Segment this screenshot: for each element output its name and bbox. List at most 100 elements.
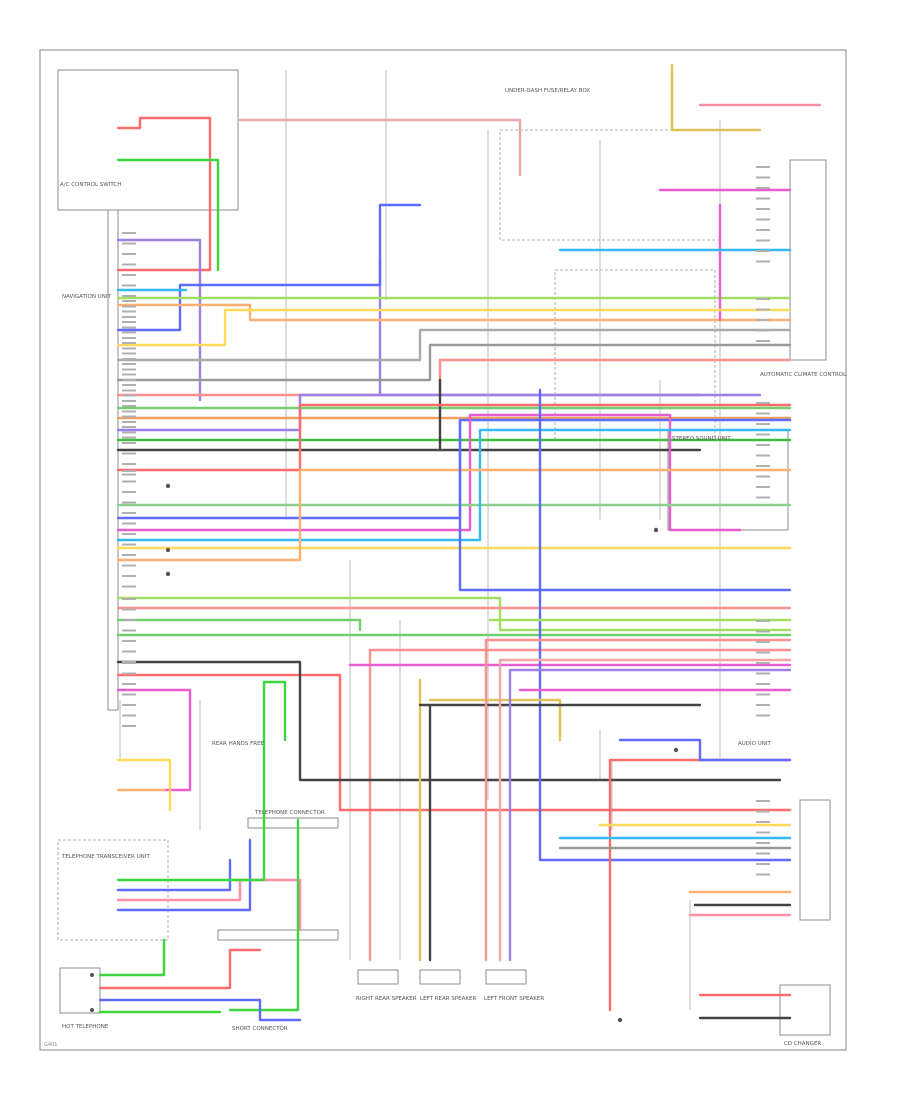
pin-tick-0-20 — [122, 442, 136, 444]
pin-label-group — [122, 166, 770, 876]
fuse-box-label: UNDER-DASH FUSE/RELAY BOX — [505, 88, 590, 94]
wire-42 — [418, 703, 702, 962]
pin-tick-0-3 — [122, 263, 136, 266]
pin-tick-2-5 — [122, 522, 136, 525]
wire-26 — [116, 468, 792, 562]
wire-34 — [538, 388, 792, 862]
pin-tick-0-12 — [122, 358, 136, 360]
pin-tick-8-4 — [756, 662, 770, 664]
pin-tick-8-6 — [756, 683, 770, 685]
pin-tick-5-5 — [756, 218, 770, 221]
ac-control-box — [57, 69, 239, 211]
wire-35 — [116, 758, 172, 812]
wire-0 — [116, 116, 212, 272]
navigation-box — [107, 209, 119, 711]
pin-tick-8-0 — [756, 620, 770, 622]
pin-tick-4-6 — [122, 725, 136, 727]
wire-45 — [508, 668, 792, 962]
wire-38 — [116, 838, 252, 912]
pin-tick-0-14 — [122, 379, 136, 381]
pin-tick-8-2 — [756, 641, 770, 643]
wire-57 — [98, 948, 262, 990]
left-rear-speaker-label: LEFT REAR SPEAKER — [420, 996, 476, 1002]
pin-tick-9-1 — [756, 810, 770, 813]
pin-tick-6-0 — [756, 298, 770, 300]
wire-37 — [116, 878, 302, 932]
wire-22 — [116, 413, 742, 532]
pin-tick-1-7 — [122, 373, 136, 376]
pin-tick-3-0 — [122, 598, 136, 600]
wire-30 — [116, 618, 792, 637]
tel-connector-label: TELEPHONE CONNECTOR — [254, 810, 325, 816]
cd-changer-box — [779, 984, 831, 1036]
wire-43 — [484, 638, 792, 962]
pin-tick-0-4 — [122, 274, 136, 276]
pin-tick-0-23 — [122, 473, 136, 476]
pin-tick-2-2 — [122, 491, 136, 493]
pin-tick-0-22 — [122, 463, 136, 465]
pin-tick-7-6 — [756, 465, 770, 467]
pin-tick-3-1 — [122, 608, 136, 611]
pin-tick-2-9 — [122, 564, 136, 567]
pin-tick-4-4 — [122, 704, 136, 706]
pin-tick-0-2 — [122, 253, 136, 255]
pin-tick-3-5 — [122, 650, 136, 653]
wire-40 — [228, 818, 300, 1012]
pin-tick-9-4 — [756, 842, 770, 844]
pin-tick-6-3 — [756, 329, 770, 332]
wire-28 — [116, 596, 792, 632]
pin-tick-5-3 — [756, 197, 770, 200]
tel-connector-box — [247, 817, 339, 829]
pin-tick-1-12 — [122, 426, 136, 428]
pin-tick-1-8 — [122, 384, 136, 386]
pin-tick-3-2 — [122, 619, 136, 621]
right-speaker-box — [357, 969, 399, 985]
pin-tick-4-2 — [122, 683, 136, 685]
pin-tick-1-1 — [122, 310, 136, 313]
pin-tick-0-0 — [122, 232, 136, 234]
pin-tick-0-8 — [122, 316, 136, 318]
audio-unit-box — [799, 799, 831, 921]
pin-tick-2-0 — [122, 470, 136, 472]
stereo-unit-label: STEREO SOUND UNIT — [672, 436, 731, 442]
pin-tick-5-7 — [756, 239, 770, 242]
pin-tick-3-3 — [122, 629, 136, 632]
wire-32 — [116, 673, 792, 812]
auto-climate-box — [789, 159, 827, 361]
pin-tick-0-21 — [122, 452, 136, 455]
wire-49 — [618, 738, 792, 762]
fuse-box — [499, 129, 721, 241]
pin-tick-1-9 — [122, 394, 136, 397]
pin-tick-1-3 — [122, 331, 136, 334]
audio-unit-label: AUDIO UNIT — [738, 741, 771, 747]
wire-10 — [116, 248, 792, 292]
pin-tick-7-9 — [756, 496, 770, 499]
pin-tick-4-1 — [122, 672, 136, 675]
pin-tick-5-4 — [756, 208, 770, 210]
rear-handsfree-label: REAR HANDS FREE — [212, 741, 265, 747]
wire-41 — [418, 678, 562, 962]
pin-tick-9-6 — [756, 863, 770, 865]
pin-tick-2-6 — [122, 533, 136, 535]
pin-tick-7-1 — [756, 412, 770, 415]
pin-tick-0-13 — [122, 368, 136, 371]
pin-tick-5-8 — [756, 250, 770, 252]
wire-20 — [116, 403, 792, 472]
pin-tick-8-3 — [756, 651, 770, 654]
wire-1 — [116, 158, 220, 272]
pin-tick-5-2 — [756, 187, 770, 189]
pin-tick-0-6 — [122, 295, 136, 297]
wire-group — [98, 63, 822, 1022]
lf-speaker-box — [485, 969, 527, 985]
pin-tick-8-1 — [756, 630, 770, 633]
pin-tick-0-7 — [122, 305, 136, 308]
pin-tick-7-4 — [756, 444, 770, 446]
wire-4 — [670, 63, 762, 132]
pin-tick-5-0 — [756, 166, 770, 168]
pin-tick-7-5 — [756, 454, 770, 457]
pin-tick-2-10 — [122, 575, 136, 577]
pin-tick-4-5 — [122, 714, 136, 717]
wire-24 — [116, 428, 792, 542]
pin-tick-9-7 — [756, 873, 770, 876]
